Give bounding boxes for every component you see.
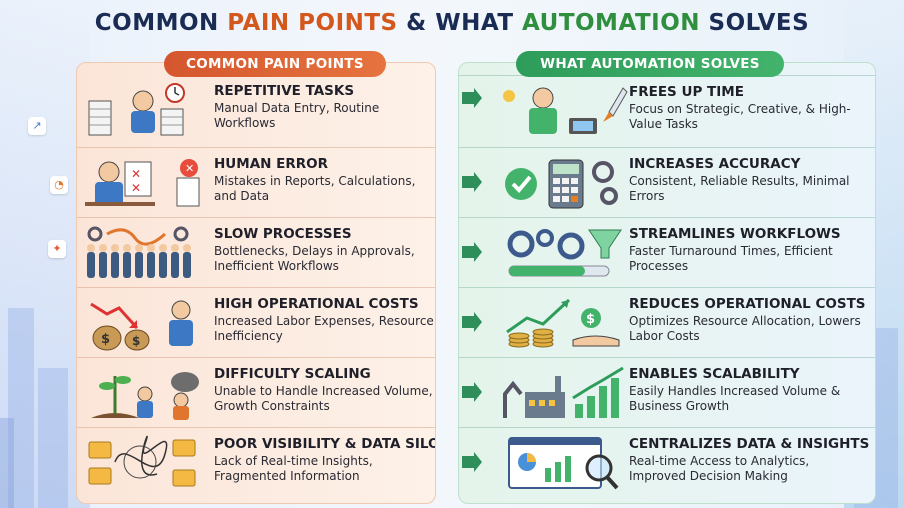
pain-point-title: POOR VISIBILITY & DATA SILOS: [214, 436, 436, 452]
solution-desc: Consistent, Reliable Results, Minimal Er…: [629, 174, 850, 203]
pain-point-title: DIFFICULTY SCALING: [214, 366, 371, 382]
pain-point-row: SLOW PROCESSES Bottlenecks, Delays in Ap…: [77, 217, 435, 287]
arrow-right-icon: [462, 382, 482, 402]
money-bags-down-icon: $ $: [90, 300, 193, 351]
pain-points-header: COMMON PAIN POINTS: [164, 51, 386, 77]
pain-point-desc: Increased Labor Expenses, Resource Ineff…: [214, 314, 434, 343]
svg-text:$: $: [132, 334, 140, 348]
solution-title: STREAMLINES WORKFLOWS: [629, 226, 841, 242]
pain-point-row: $ $ HIGH OPERATIONAL COSTS Increased Lab…: [77, 287, 435, 357]
solution-desc: Easily Handles Increased Volume & Busine…: [629, 384, 841, 413]
pain-point-row: ✕ ✕ ✕ HUMAN ERROR Mistakes in Reports, C…: [77, 147, 435, 217]
solution-row: INCREASES ACCURACY Consistent, Reliable …: [459, 147, 875, 217]
pain-point-desc: Mistakes in Reports, Calculations, and D…: [214, 174, 416, 203]
plant-boulder-icon: [91, 372, 199, 420]
chart-icon: ↗: [28, 117, 46, 135]
solutions-panel: FREES UP TIME Focus on Strategic, Creati…: [458, 62, 876, 504]
solution-title: ENABLES SCALABILITY: [629, 366, 800, 382]
solution-row: STREAMLINES WORKFLOWS Faster Turnaround …: [459, 217, 875, 287]
pain-points-panel: REPETITIVE TASKS Manual Data Entry, Rout…: [76, 62, 436, 504]
pain-point-desc: Unable to Handle Increased Volume, Growt…: [214, 384, 433, 413]
pain-point-row: POOR VISIBILITY & DATA SILOS Lack of Rea…: [77, 427, 435, 497]
svg-text:✕: ✕: [185, 162, 194, 175]
pain-point-desc: Bottlenecks, Delays in Approvals, Ineffi…: [214, 244, 415, 273]
arrow-right-icon: [462, 172, 482, 192]
title-part-4: AUTOMATION: [522, 10, 701, 36]
error-document-icon: ✕ ✕ ✕: [85, 159, 200, 207]
svg-text:$: $: [101, 332, 110, 347]
solution-row: ENABLES SCALABILITY Easily Handles Incre…: [459, 357, 875, 427]
solution-row: FREES UP TIME Focus on Strategic, Creati…: [459, 75, 875, 145]
solution-title: INCREASES ACCURACY: [629, 156, 801, 172]
solution-desc: Optimizes Resource Allocation, Lowers La…: [629, 314, 861, 343]
arrow-right-icon: [462, 88, 482, 108]
arrow-right-icon: [462, 242, 482, 262]
svg-text:✕: ✕: [131, 167, 141, 181]
svg-text:✕: ✕: [131, 181, 141, 195]
dashboard-magnifier-icon: [508, 437, 619, 490]
paper-stack-clock-icon: [88, 83, 185, 136]
tangled-folders-icon: [88, 435, 196, 487]
solution-title: REDUCES OPERATIONAL COSTS: [629, 296, 866, 312]
pain-point-desc: Manual Data Entry, Routine Workflows: [214, 101, 380, 130]
city-background-left: [0, 0, 90, 508]
pain-point-row: REPETITIVE TASKS Manual Data Entry, Rout…: [77, 75, 435, 145]
pain-point-title: SLOW PROCESSES: [214, 226, 352, 242]
calculator-check-icon: [505, 159, 618, 209]
rocket-laptop-icon: [503, 87, 628, 134]
gears-funnel-icon: [507, 229, 622, 277]
solution-row: $ REDUCES OPERATIONAL COSTS Optimizes Re…: [459, 287, 875, 357]
coins-growth-icon: $: [506, 298, 620, 348]
arrow-right-icon: [462, 452, 482, 472]
solution-desc: Focus on Strategic, Creative, & High-Val…: [629, 102, 851, 131]
solution-title: FREES UP TIME: [629, 84, 744, 100]
factory-growth-icon: [503, 366, 624, 418]
pain-point-title: HIGH OPERATIONAL COSTS: [214, 296, 419, 312]
solution-row: CENTRALIZES DATA & INSIGHTS Real-time Ac…: [459, 427, 875, 497]
pain-point-row: DIFFICULTY SCALING Unable to Handle Incr…: [77, 357, 435, 427]
svg-text:$: $: [586, 312, 595, 327]
pie-chart-icon: ◔: [50, 176, 68, 194]
title-part-3: & WHAT: [397, 10, 523, 36]
arrow-right-icon: [462, 312, 482, 332]
solution-desc: Real-time Access to Analytics, Improved …: [629, 454, 810, 483]
solution-desc: Faster Turnaround Times, Efficient Proce…: [629, 244, 833, 273]
page-title: COMMON PAIN POINTS & WHAT AUTOMATION SOL…: [0, 10, 904, 36]
solutions-header: WHAT AUTOMATION SOLVES: [516, 51, 784, 77]
pain-point-title: HUMAN ERROR: [214, 156, 329, 172]
pain-point-title: REPETITIVE TASKS: [214, 83, 355, 99]
title-part-5: SOLVES: [700, 10, 810, 36]
sparkle-icon: ✦: [48, 240, 66, 258]
pain-point-desc: Lack of Real-time Insights, Fragmented I…: [214, 454, 373, 483]
queue-gears-icon: [87, 226, 191, 278]
solution-title: CENTRALIZES DATA & INSIGHTS: [629, 436, 870, 452]
title-part-1: COMMON: [94, 10, 228, 36]
title-part-2: PAIN POINTS: [227, 10, 398, 36]
